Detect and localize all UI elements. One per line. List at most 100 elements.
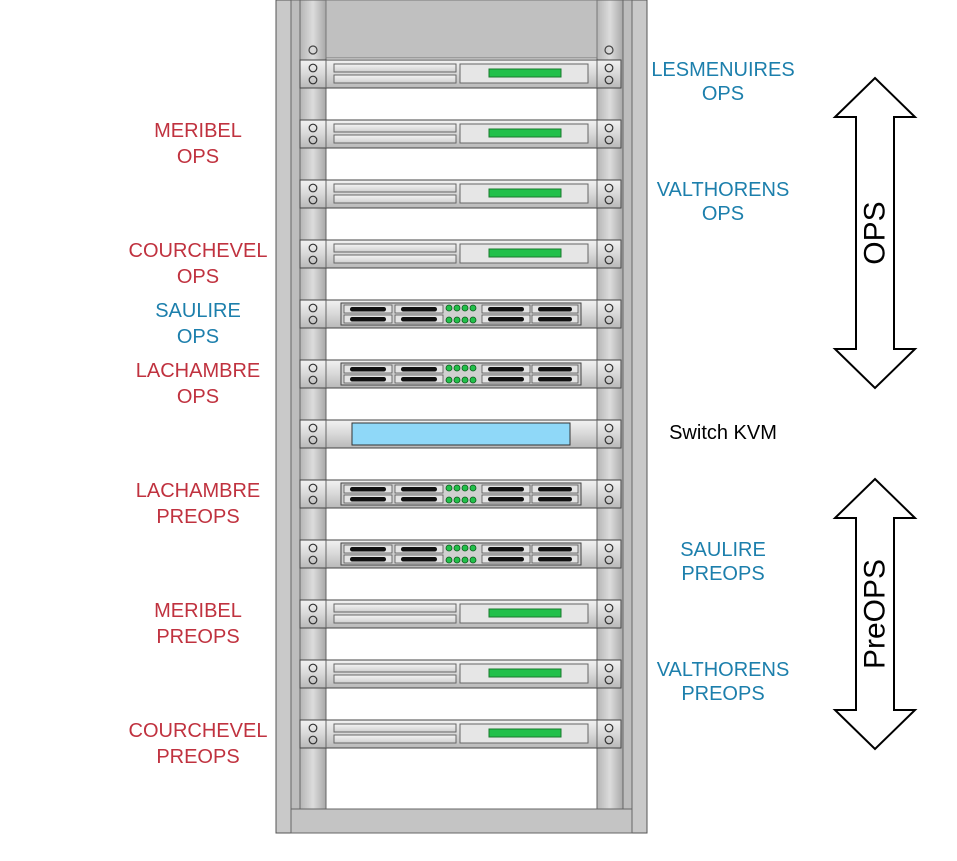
led-icon — [469, 496, 477, 504]
drive-handle-icon — [488, 547, 524, 552]
drive-handle-icon — [538, 547, 572, 552]
led-icon — [453, 376, 461, 384]
drive-handle-icon — [488, 497, 524, 502]
server-unit — [299, 539, 622, 569]
mount-screw-icon — [604, 63, 614, 73]
led-icon — [461, 544, 469, 552]
mount-screw-icon — [308, 75, 318, 85]
mount-screw-icon — [308, 63, 318, 73]
drive-handle-icon — [488, 317, 524, 322]
rack-units — [299, 59, 622, 749]
mount-screw-icon — [308, 675, 318, 685]
right-label-name: SAULIRE — [680, 539, 766, 561]
mount-screw-icon — [308, 555, 318, 565]
mount-screw-icon — [604, 255, 614, 265]
left-label-name: MERIBEL — [154, 120, 242, 142]
drive-handle-icon — [488, 487, 524, 492]
drive-slot — [333, 194, 457, 204]
led-icon — [445, 376, 453, 384]
mount-screw-icon — [308, 375, 318, 385]
drive-handle-icon — [350, 497, 386, 502]
mount-screw-icon — [604, 735, 614, 745]
led-icon — [453, 556, 461, 564]
led-icon — [469, 484, 477, 492]
left-label-name: COURCHEVEL — [129, 720, 268, 742]
drive-handle-icon — [401, 307, 437, 312]
drive-slot — [333, 74, 457, 84]
drive-handle-icon — [401, 557, 437, 562]
led-icon — [469, 316, 477, 324]
drive-handle-icon — [538, 497, 572, 502]
rack-top-panel — [325, 0, 598, 59]
led-icon — [453, 544, 461, 552]
led-icon — [461, 316, 469, 324]
drive-slot — [333, 243, 457, 253]
mount-screw-icon — [604, 423, 614, 433]
left-label-env: OPS — [177, 386, 219, 408]
drive-handle-icon — [488, 307, 524, 312]
mount-screw-icon — [308, 423, 318, 433]
left-label-name: COURCHEVEL — [129, 240, 268, 262]
led-icon — [469, 376, 477, 384]
preops-arrow: PreOPS — [832, 477, 918, 751]
status-display — [488, 248, 562, 258]
ops-arrow-label: OPS — [859, 201, 892, 264]
left-label-env: OPS — [177, 326, 219, 348]
mount-screw-icon — [308, 255, 318, 265]
drive-slot — [333, 254, 457, 264]
led-icon — [445, 304, 453, 312]
led-icon — [469, 304, 477, 312]
mount-screw-icon — [604, 495, 614, 505]
ops-arrow: OPS — [832, 76, 918, 390]
mount-screw-icon — [604, 555, 614, 565]
drive-slot — [333, 603, 457, 613]
drive-handle-icon — [538, 377, 572, 382]
led-icon — [445, 364, 453, 372]
mount-screw-icon — [604, 75, 614, 85]
drive-slot — [333, 134, 457, 144]
mount-screw-icon — [604, 435, 614, 445]
server-unit — [299, 119, 622, 149]
led-icon — [461, 496, 469, 504]
mount-screw-icon — [308, 435, 318, 445]
mount-screw-icon — [604, 315, 614, 325]
kvm-switch-unit — [299, 419, 622, 449]
drive-slot — [333, 183, 457, 193]
ops-double-arrow-icon — [832, 76, 918, 390]
drive-handle-icon — [538, 307, 572, 312]
mount-screw-icon — [308, 135, 318, 145]
mount-screw-icon — [604, 135, 614, 145]
led-icon — [445, 316, 453, 324]
mount-screw-icon — [604, 303, 614, 313]
led-icon — [453, 484, 461, 492]
drive-handle-icon — [350, 557, 386, 562]
drive-slot — [333, 63, 457, 73]
server-unit — [299, 59, 622, 89]
left-label-name: LACHAMBRE — [136, 360, 260, 382]
led-icon — [461, 484, 469, 492]
drive-slot — [333, 734, 457, 744]
right-label-env: PREOPS — [681, 563, 764, 585]
mount-screw-icon — [604, 663, 614, 673]
drive-slot — [333, 614, 457, 624]
server-unit — [299, 719, 622, 749]
drive-handle-icon — [350, 377, 386, 382]
drive-handle-icon — [401, 367, 437, 372]
left-label-env: PREOPS — [156, 506, 239, 528]
drive-slot — [333, 674, 457, 684]
server-unit — [299, 359, 622, 389]
mount-screw-icon — [308, 183, 318, 193]
rack-base — [290, 808, 633, 834]
left-label-name: SAULIRE — [155, 300, 241, 322]
mount-screw-icon — [604, 615, 614, 625]
left-label-env: PREOPS — [156, 626, 239, 648]
status-display — [488, 128, 562, 138]
drive-handle-icon — [350, 367, 386, 372]
right-label-env: OPS — [702, 203, 744, 225]
mount-screw-icon — [604, 543, 614, 553]
mount-screw-icon — [604, 195, 614, 205]
right-label-name: LESMENUIRES — [651, 59, 794, 81]
left-label-name: MERIBEL — [154, 600, 242, 622]
server-unit — [299, 599, 622, 629]
mount-screw-icon — [308, 363, 318, 373]
